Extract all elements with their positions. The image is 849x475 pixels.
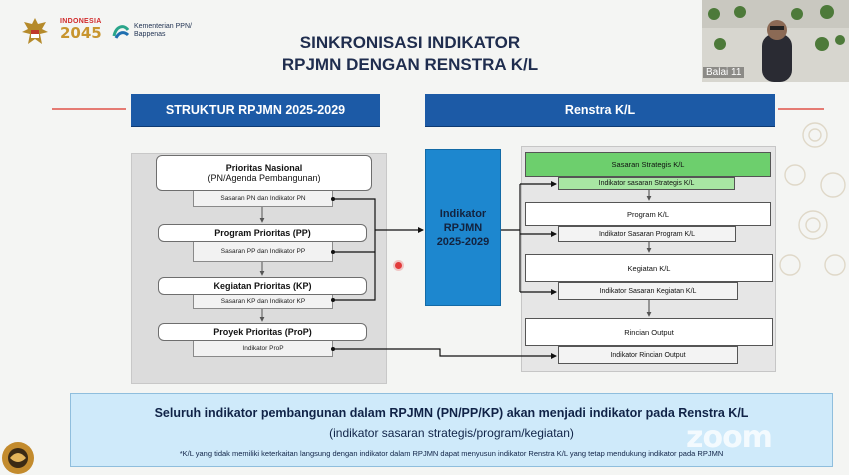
- kegiatan-kl-box: Kegiatan K/L: [525, 254, 773, 282]
- rincian-output-indicator: Indikator Rincian Output: [558, 346, 738, 364]
- kp-indicator: Sasaran KP dan Indikator KP: [193, 295, 333, 309]
- title-line2: RPJMN DENGAN RENSTRA K/L: [281, 55, 539, 74]
- sasaran-strategis-box: Sasaran Strategis K/L: [525, 152, 771, 177]
- pn-title: Prioritas Nasional: [225, 163, 303, 173]
- logo-indonesia-year: 2045: [60, 24, 102, 42]
- indikator-line2: RPJMN: [443, 221, 483, 234]
- indonesia-2045-logo: INDONESIA 2045: [60, 18, 104, 48]
- indikator-line3: 2025-2029: [436, 235, 490, 248]
- program-kl-indicator: Indikator Sasaran Program K/L: [558, 226, 736, 242]
- kp-title: Kegiatan Prioritas (KP): [213, 281, 312, 291]
- pn-box: Prioritas Nasional (PN/Agenda Pembanguna…: [156, 155, 372, 191]
- webcam-label: Balai 11: [703, 67, 745, 78]
- title-line1: SINKRONISASI INDIKATOR: [299, 33, 521, 52]
- accent-line-right: [778, 108, 824, 110]
- pp-title: Program Prioritas (PP): [214, 228, 311, 238]
- pointer-dot: [395, 262, 402, 269]
- pn-subtitle: (PN/Agenda Pembangunan): [207, 173, 321, 183]
- indikator-line1: Indikator: [439, 207, 487, 220]
- logo-ppn-line2: Bappenas: [134, 31, 166, 38]
- prop-title: Proyek Prioritas (ProP): [213, 327, 312, 337]
- page-title: SINKRONISASI INDIKATOR RPJMN DENGAN RENS…: [240, 32, 580, 76]
- rincian-output-box: Rincian Output: [525, 318, 773, 346]
- pp-box: Program Prioritas (PP): [158, 224, 367, 242]
- bracket-left: [333, 198, 376, 301]
- summary-line2: (indikator sasaran strategis/program/keg…: [329, 426, 574, 440]
- summary-line1: Seluruh indikator pembangunan dalam RPJM…: [154, 406, 749, 420]
- kegiatan-kl-indicator: Indikator Sasaran Kegiatan K/L: [558, 282, 738, 300]
- accent-line-left: [52, 108, 126, 110]
- right-column-header: Renstra K/L: [425, 94, 775, 126]
- webcam-video[interactable]: [702, 0, 849, 82]
- webcam-scene: [702, 0, 849, 82]
- program-kl-box: Program K/L: [525, 202, 771, 226]
- zoom-watermark: zoom: [686, 420, 773, 455]
- logo-indonesia-top: INDONESIA: [60, 18, 102, 25]
- bappenas-logo-icon: [112, 25, 130, 39]
- bappenas-logo-text: Kementerian PPN/ Bappenas: [134, 23, 192, 39]
- left-column-header: STRUKTUR RPJMN 2025-2029: [131, 94, 380, 126]
- garuda-logo: [22, 18, 48, 44]
- indikator-rpjmn-box: Indikator RPJMN 2025-2029: [425, 149, 501, 306]
- summary-box: Seluruh indikator pembangunan dalam RPJM…: [70, 393, 833, 467]
- decorative-pattern: [779, 122, 846, 276]
- corner-emblem-icon: [2, 442, 34, 474]
- arrow-prop-to-rincian: [333, 348, 557, 359]
- logo-ppn-line1: Kementerian PPN/: [134, 23, 192, 30]
- sasaran-strategis-indicator: Indikator sasaran Strategis K/L: [558, 177, 735, 190]
- prop-box: Proyek Prioritas (ProP): [158, 323, 367, 341]
- kp-box: Kegiatan Prioritas (KP): [158, 277, 367, 295]
- summary-note: *K/L yang tidak memiliki keterkaitan lan…: [179, 449, 724, 458]
